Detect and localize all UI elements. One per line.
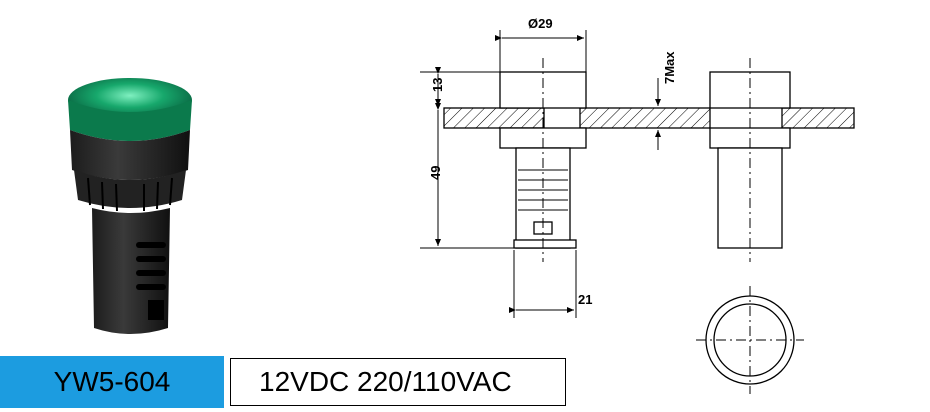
panel-right — [781, 107, 855, 129]
panel-left — [443, 107, 545, 129]
product-photo — [68, 78, 192, 334]
spec-label: 12VDC 220/110VAC — [230, 358, 566, 406]
technical-drawing: Ø29 13 49 7Max 21 — [420, 16, 855, 394]
dim-head-height: 13 — [430, 78, 445, 92]
dim-body-length: 49 — [428, 166, 443, 180]
terminal — [148, 300, 164, 320]
collar — [70, 130, 190, 180]
model-label: YW5-604 — [0, 356, 224, 408]
dim-panel-max: 7Max — [662, 51, 677, 84]
panel-mid — [579, 107, 711, 129]
dim-diameter: Ø29 — [528, 16, 553, 31]
spec-text: 12VDC 220/110VAC — [259, 366, 512, 397]
lens-side — [68, 100, 192, 141]
dim-width: 21 — [578, 292, 592, 307]
model-text: YW5-604 — [53, 366, 171, 397]
